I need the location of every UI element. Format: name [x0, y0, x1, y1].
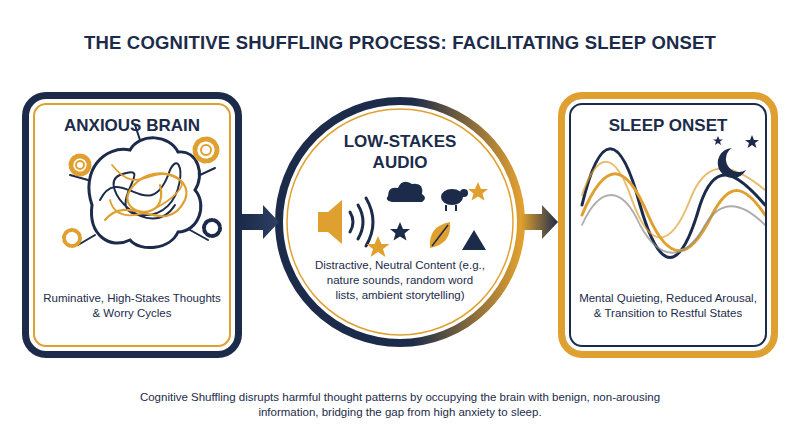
process-box: ANXIOUS BRAIN Ruminative, High-Stakes Tho… [22, 92, 242, 358]
audio-ring [279, 101, 521, 343]
sleep-waves [582, 149, 765, 258]
node-heading: ANXIOUS BRAIN [64, 115, 200, 136]
moon-stars [713, 135, 759, 178]
flow-arrow [242, 205, 279, 239]
node-heading: SLEEP ONSET [609, 115, 728, 136]
node-body: Distractive, Neutral Content (e.g., natu… [314, 258, 486, 303]
process-circle: LOW-STAKES AUDIO Distractive, Neutral Con… [279, 101, 521, 343]
diagram-title: THE COGNITIVE SHUFFLING PROCESS: FACILIT… [0, 32, 800, 54]
audio-icons [318, 182, 488, 257]
diagram-caption: Cognitive Shuffling disrupts harmful tho… [110, 390, 690, 420]
process-box: SLEEP ONSET Mental Quieting, Reduced Arou… [558, 92, 778, 358]
node-body: Mental Quieting, Reduced Arousal, & Tran… [578, 291, 758, 321]
flow-arrow [521, 205, 558, 239]
tangled-brain [64, 125, 220, 248]
node-heading: LOW-STAKES AUDIO [335, 131, 465, 173]
node-body: Ruminative, High-Stakes Thoughts & Worry… [42, 291, 222, 321]
audio-ring-inner [287, 109, 513, 335]
